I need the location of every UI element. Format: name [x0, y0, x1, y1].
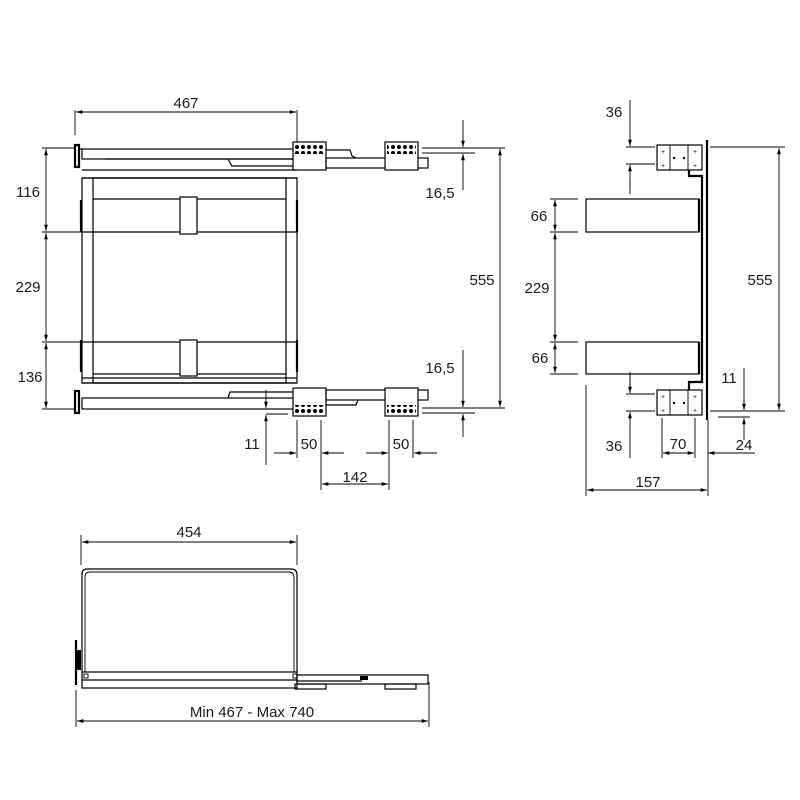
svg-text:+: + [661, 394, 665, 401]
dim-label: 50 [301, 436, 318, 453]
dimension-467: 467 [74, 95, 298, 142]
dim-label: 70 [670, 436, 687, 453]
dim-label: 11 [721, 370, 737, 387]
dimension-454: 454 [80, 524, 298, 565]
side-dim-baskets: 66 229 66 [524, 198, 578, 375]
svg-text:+: + [693, 394, 697, 401]
side-dim-555: 555 [710, 146, 785, 412]
dim-label: 36 [606, 104, 623, 121]
svg-text:+: + [693, 149, 697, 156]
side-view: + + + + + + + [524, 100, 785, 496]
front-view: 454 Min 467 - Max 740 [74, 524, 430, 727]
svg-text:+: + [693, 408, 697, 415]
dim-label: 66 [532, 350, 549, 367]
dim-label: 467 [173, 95, 198, 112]
top-runner [73, 141, 429, 171]
svg-text:+: + [661, 163, 665, 170]
side-dim-11-24: 11 24 [718, 368, 752, 454]
bottom-dimensions: 11 50 50 142 [244, 390, 437, 490]
dim-label: 116 [16, 184, 40, 201]
dim-label: 454 [176, 524, 201, 541]
bottom-runner [73, 382, 429, 417]
dimension-min-max: Min 467 - Max 740 [75, 682, 430, 727]
top-bracket: + + + + [656, 140, 709, 345]
dim-label: 24 [736, 437, 753, 454]
dim-label: 229 [15, 279, 40, 296]
dim-label: 36 [606, 438, 623, 455]
dim-label: 16,5 [425, 360, 454, 377]
dim-label: 16,5 [425, 185, 454, 202]
side-dim-70: 70 [661, 418, 755, 458]
svg-text:+: + [661, 408, 665, 415]
right-dimensions: 16,5 16,5 555 [422, 120, 505, 437]
side-dim-bottom-36: 36 [606, 372, 655, 458]
side-dim-top-36: 36 [606, 100, 655, 188]
dim-label: 66 [531, 208, 548, 225]
left-dimensions: 116 229 136 [15, 147, 82, 410]
side-dim-157: 157 [585, 385, 709, 496]
side-baskets [585, 180, 701, 390]
basket-frame [79, 169, 299, 384]
dim-label: 11 [244, 436, 260, 453]
dim-label: 555 [747, 272, 772, 289]
dim-label: 136 [17, 369, 42, 386]
dim-label: 157 [635, 474, 660, 491]
bottom-bracket: + + + + [656, 345, 709, 420]
front-basket [74, 568, 429, 690]
svg-text:+: + [693, 163, 697, 170]
dim-label: 229 [524, 280, 549, 297]
dim-label: 555 [469, 272, 494, 289]
top-view: 467 [15, 95, 505, 490]
dim-label: Min 467 - Max 740 [190, 704, 314, 721]
svg-text:+: + [661, 149, 665, 156]
dim-label: 50 [393, 436, 410, 453]
dim-label: 142 [342, 469, 367, 486]
